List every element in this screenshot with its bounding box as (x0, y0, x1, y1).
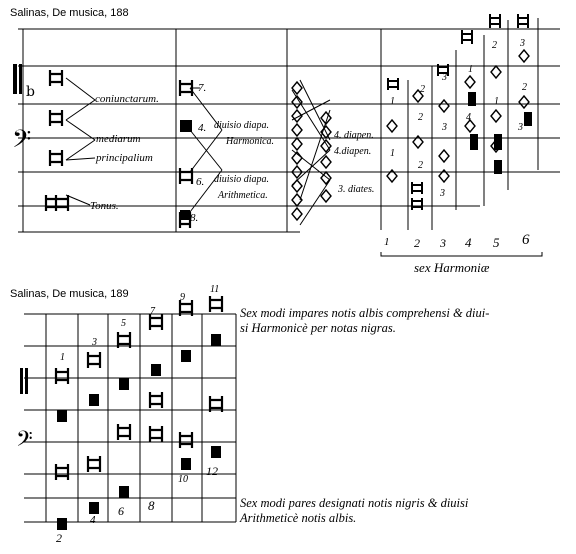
number-5: 5 (121, 318, 126, 329)
svg-text:3: 3 (441, 122, 447, 133)
svg-text:2: 2 (418, 112, 423, 123)
number-4: 4 (90, 514, 96, 526)
svg-text:3: 3 (439, 188, 445, 199)
label-arithmetica: Arithmetica. (218, 190, 268, 201)
column-number-3: 3 (440, 236, 446, 250)
number-6: 6 (118, 504, 124, 518)
label-diapen-1: 4. diapen. (334, 130, 374, 141)
number-8: 8 (148, 498, 155, 513)
number-3: 3 (92, 337, 97, 348)
svg-text:3: 3 (517, 122, 523, 133)
mark-4: 4. (198, 122, 207, 134)
label-diuisio-harmonica: diuisio diapa. (214, 120, 270, 131)
svg-text:3: 3 (519, 38, 525, 49)
label-tonus: Tonus. (90, 200, 119, 212)
text-bottom-line-1: Sex modi pares designati notis nigris & … (240, 496, 469, 510)
svg-text:𝄢: 𝄢 (16, 427, 33, 457)
svg-text:2: 2 (522, 82, 527, 93)
svg-text:1: 1 (494, 96, 499, 107)
mark-7: 7. (198, 82, 207, 94)
number-9: 9 (180, 292, 185, 303)
label-principalium: principalium (96, 152, 153, 164)
svg-text:𝄢: 𝄢 (12, 125, 31, 160)
svg-text:2: 2 (492, 40, 497, 51)
svg-text:1: 1 (390, 96, 395, 107)
text-bottom-line-2: Arithmeticè notis albis. (240, 511, 357, 525)
svg-text:1: 1 (390, 148, 395, 159)
mark-8: 8. (190, 212, 199, 224)
column-number-6: 6 (522, 232, 530, 248)
svg-text:2: 2 (418, 160, 423, 171)
staff-diagram-188: b 𝄢 (12, 14, 560, 257)
column-number-1: 1 (384, 236, 390, 248)
number-7: 7 (150, 306, 155, 317)
caption-188: Salinas, De musica, 188 (10, 7, 129, 19)
svg-text:4: 4 (466, 112, 471, 123)
column-number-4: 4 (465, 235, 472, 250)
column-number-5: 5 (493, 235, 500, 250)
mark-6: 6. (196, 176, 205, 188)
number-10: 10 (178, 474, 188, 485)
text-top-line-2: si Harmonicè per notas nigras. (240, 321, 396, 335)
column-number-2: 2 (414, 236, 420, 250)
label-diates: 3. diates. (338, 184, 375, 195)
text-top-line-1: Sex modi impares notis albis comprehensi… (240, 306, 490, 320)
label-coniunctarum: coniunctarum. (95, 93, 159, 105)
label-mediarum: mediarum (96, 133, 141, 145)
label-harmonica: Harmonica. (226, 136, 275, 147)
number-11: 11 (210, 284, 220, 295)
label-sex-harmoniae: sex Harmoniæ (414, 260, 490, 275)
label-diuisio-arithmetica: diuisio diapa. (214, 174, 270, 185)
caption-189: Salinas, De musica, 189 (10, 288, 129, 300)
svg-text:b: b (26, 84, 35, 100)
number-12: 12 (206, 464, 218, 478)
svg-text:3: 3 (441, 72, 447, 83)
label-diapen-2: 4.diapen. (334, 146, 372, 157)
number-2: 2 (56, 531, 62, 545)
number-1: 1 (60, 352, 65, 363)
svg-text:1: 1 (468, 64, 473, 75)
svg-text:2: 2 (420, 84, 425, 95)
